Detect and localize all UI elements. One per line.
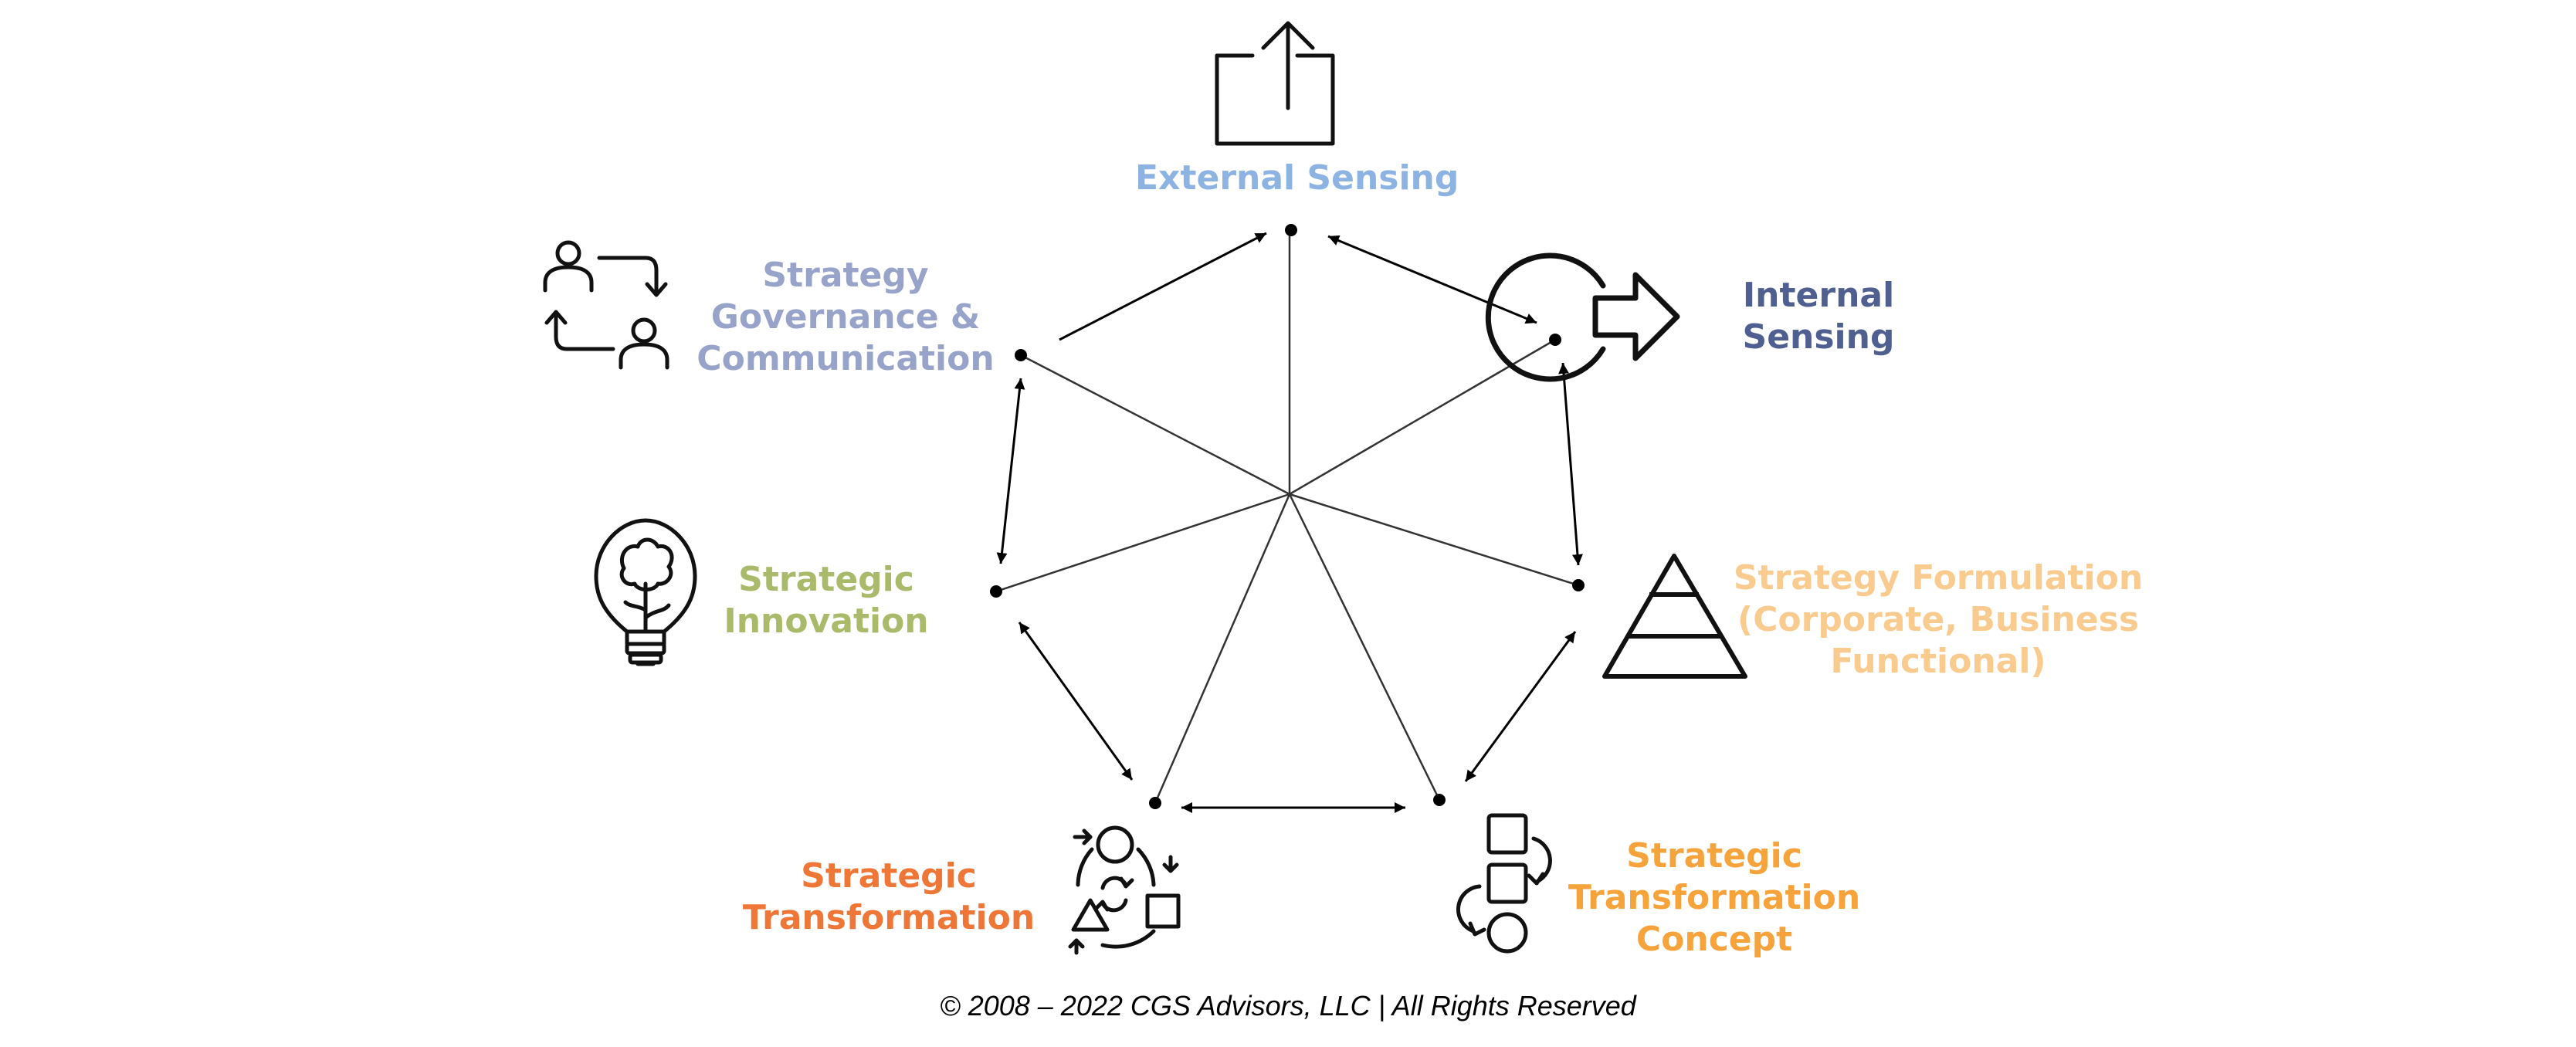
spoke-strategic-transformation (1154, 493, 1291, 804)
dot-governance (1015, 349, 1027, 361)
arrow-in-circle-icon (1485, 252, 1680, 382)
arrow-internal-formulation (1558, 362, 1583, 566)
perimeter-arrows (996, 232, 1583, 813)
label-external-sensing: External Sensing (1135, 158, 1459, 199)
dot-strategy-formulation (1572, 579, 1585, 591)
spokes (995, 230, 1579, 804)
spoke-transformation-concept (1288, 493, 1441, 801)
spoke-strategy-formulation (1289, 493, 1579, 587)
strategy-governance-communication-line-3: Communication (697, 339, 995, 378)
arrow-external-internal (1327, 235, 1537, 324)
spoke-strategic-innovation (995, 493, 1290, 593)
spoke-internal-sensing (1289, 338, 1556, 496)
spoke-governance (1020, 354, 1290, 496)
dot-transformation-concept (1433, 794, 1446, 806)
strategy-formulation-line-1: Strategy Formulation (1733, 558, 2144, 598)
pyramid-icon (1602, 554, 1747, 679)
internal-sensing-line-2: Sensing (1742, 317, 1895, 357)
strategic-innovation-line-1: Strategic (738, 560, 914, 599)
strategic-transformation-concept-line-2: Transformation (1568, 878, 1861, 917)
strategic-transformation-line-1: Strategic (801, 856, 977, 896)
strategic-transformation-concept-line-1: Strategic (1626, 836, 1802, 876)
dot-external-sensing (1285, 224, 1297, 236)
dot-strategic-transformation (1149, 797, 1161, 809)
strategic-transformation-line-2: Transformation (742, 898, 1035, 937)
arrow-innovation-governance (996, 378, 1025, 564)
copyright-footer: © 2008 – 2022 CGS Advisors, LLC | All Ri… (940, 990, 1636, 1022)
arrow-transformation-innovation (1018, 622, 1134, 781)
strategy-governance-communication-line-2: Governance & (710, 297, 981, 337)
label-strategy-formulation: Strategy Formulation(Corporate, Business… (1730, 557, 2147, 683)
arrow-formulation-concept (1464, 631, 1577, 782)
strategic-transformation-concept-line-3: Concept (1635, 920, 1793, 959)
strategy-formulation-line-3: Functional) (1830, 642, 2046, 681)
dot-internal-sensing (1549, 334, 1561, 346)
lightbulb-brain-icon (594, 518, 697, 666)
share-upload-icon (1215, 21, 1335, 146)
internal-sensing-line-1: Internal (1742, 276, 1895, 315)
strategy-formulation-line-2: (Corporate, Business (1737, 600, 2140, 639)
shapes-flow-icon (1456, 813, 1552, 954)
people-exchange-icon (543, 240, 669, 370)
strategy-governance-communication-line-1: Strategy (762, 256, 929, 295)
node-dots (990, 224, 1585, 809)
dot-strategic-innovation (990, 585, 1002, 598)
shapes-cycle-icon (1068, 825, 1181, 955)
arrow-governance-to-external (1059, 232, 1267, 341)
strategic-innovation-line-2: Innovation (724, 601, 929, 641)
external-sensing-line-1: External Sensing (1135, 158, 1459, 198)
